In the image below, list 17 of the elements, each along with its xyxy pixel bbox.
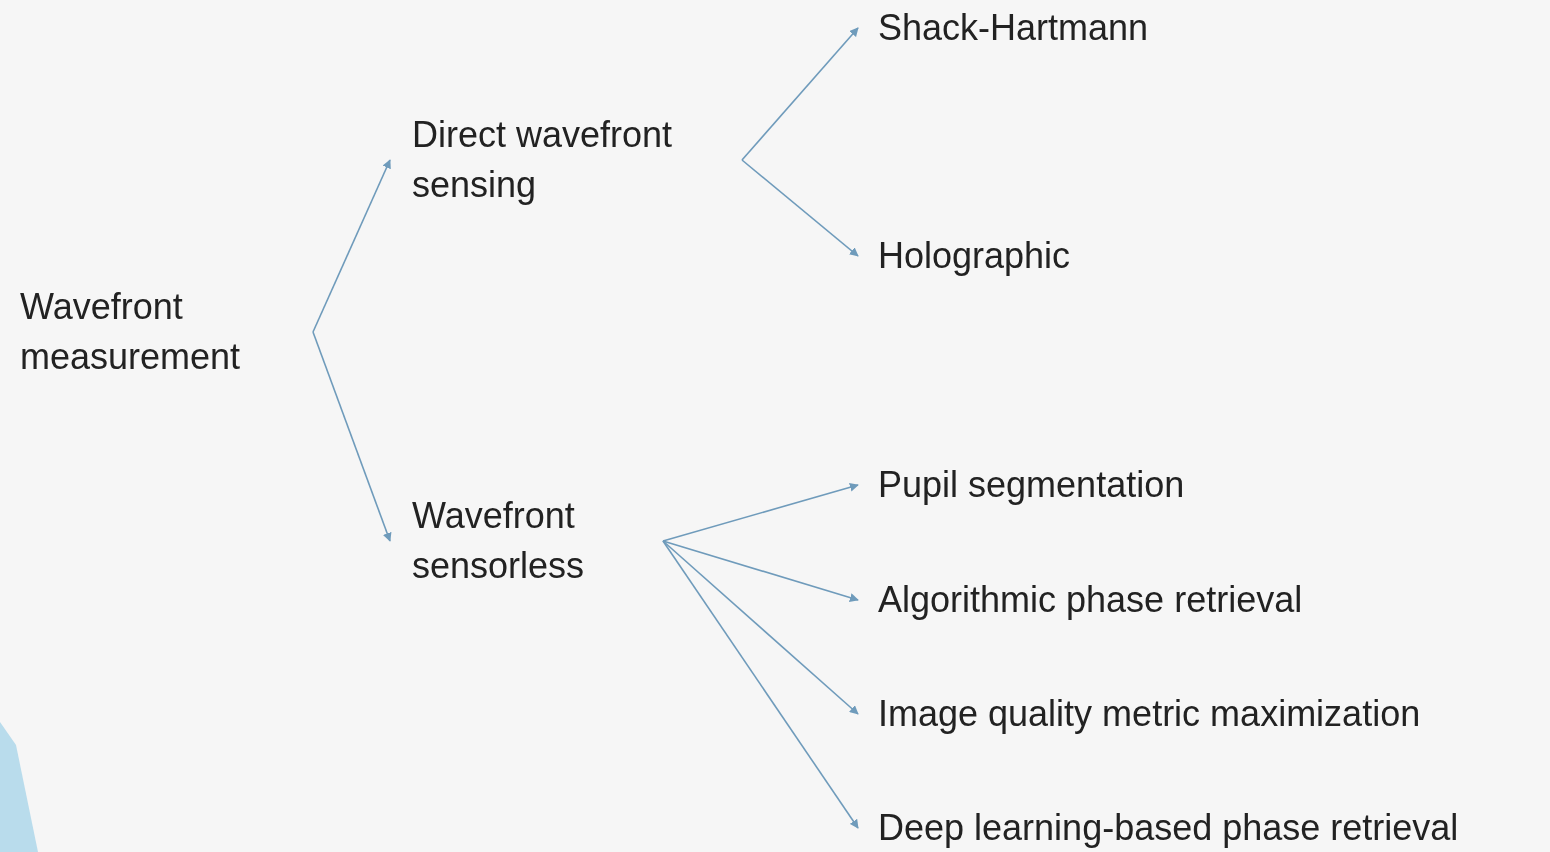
node-label: Algorithmic phase retrieval: [878, 578, 1304, 622]
node-label: Wavefront measurement: [20, 285, 242, 379]
arrow: [662, 540, 859, 829]
arrow: [312, 159, 391, 333]
arrow: [662, 540, 859, 715]
arrow: [662, 482, 859, 542]
node-label: Holographic: [878, 234, 1072, 278]
arrow: [741, 27, 859, 161]
node-label: Wavefront sensorless: [412, 494, 586, 588]
arrow: [741, 159, 859, 257]
node-label: Deep learning-based phase retrieval: [878, 806, 1460, 850]
arrow: [312, 331, 392, 542]
node-label: Image quality metric maximization: [878, 692, 1422, 736]
node-label: Shack-Hartmann: [878, 6, 1150, 50]
arrow: [662, 540, 859, 602]
node-label: Direct wavefront sensing: [412, 113, 674, 207]
node-label: Pupil segmentation: [878, 463, 1186, 507]
